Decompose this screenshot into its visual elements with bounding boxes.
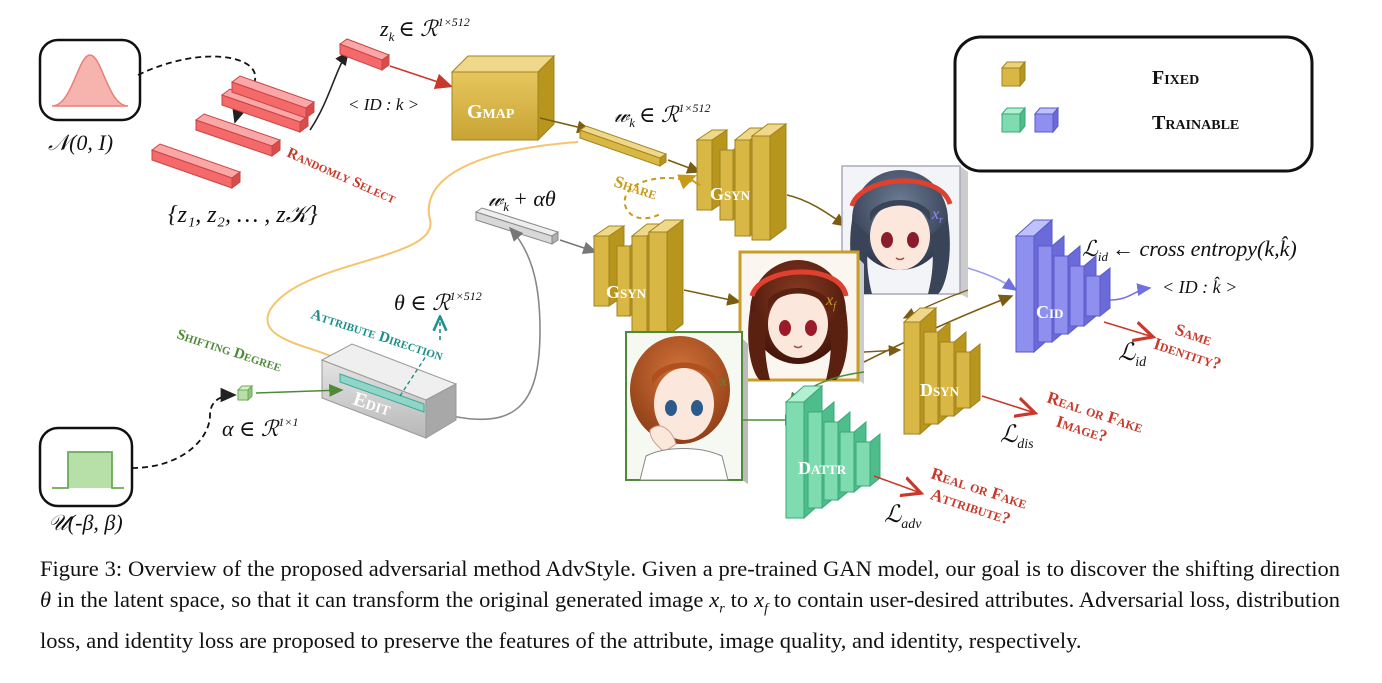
xr-to-dsyn-arrow xyxy=(902,289,969,319)
gsyn-bottom-to-xf-arrow xyxy=(683,289,742,306)
latent-z-set xyxy=(150,75,316,189)
w-shift-label: 𝓌k+ αθ xyxy=(488,186,556,214)
w-shift-to-gsyn-arrow xyxy=(559,239,598,255)
g-syn-top-label: Gsyn xyxy=(710,184,751,204)
latent-bar xyxy=(220,88,310,133)
d-attr-module: Dattr xyxy=(784,384,881,520)
cross-entropy-label: ℒid← cross entropy(k,k̂) xyxy=(1082,236,1297,264)
gmap-to-w-arrow xyxy=(539,117,592,134)
x-a-label: x xyxy=(719,373,727,390)
x-f-label: xf xyxy=(825,292,837,312)
trainable-green-cube-icon xyxy=(1000,106,1027,134)
figure-caption: Figure 3: Overview of the proposed adver… xyxy=(40,556,1341,653)
dsyn-to-real-fake-arrow xyxy=(981,395,1032,412)
figure-label: Figure 3: xyxy=(40,556,123,581)
g-syn-bottom-module: Gsyn xyxy=(592,219,685,337)
uniform-label: 𝒰(-β, β) xyxy=(48,510,123,535)
z-k-label: zk∈ ℛ1×512 xyxy=(379,15,470,44)
fixed-label: Fixed xyxy=(1152,67,1199,89)
real-fake-image-label: Real or FakeImage? xyxy=(1039,388,1146,456)
select-arrow xyxy=(309,50,349,131)
legend-frame xyxy=(953,35,1314,173)
xf-to-dsyn-arrow xyxy=(863,345,902,357)
alpha-sample-arrow xyxy=(131,387,237,469)
gsyn-top-to-xr-arrow xyxy=(786,194,848,227)
image-x-r: xr xyxy=(841,165,968,298)
c-id-label: Cid xyxy=(1036,302,1063,322)
w-to-edit-curve xyxy=(266,141,579,361)
w-to-gsyn-arrow xyxy=(667,159,702,174)
share-arrow xyxy=(677,174,701,190)
uniform-pulse-icon xyxy=(52,451,124,489)
uniform-distribution: 𝒰(-β, β) xyxy=(38,426,134,535)
x-r-label: xr xyxy=(931,206,943,226)
g-syn-bottom-label: Gsyn xyxy=(606,282,647,302)
d-attr-label: Dattr xyxy=(798,458,847,478)
latent-bar xyxy=(194,113,282,157)
l-id-label: ℒid xyxy=(1118,340,1147,370)
trainable-label: Trainable xyxy=(1152,112,1239,134)
edit-direction-slot xyxy=(339,373,425,413)
image-x-attribute: x xyxy=(625,331,748,484)
edit-to-w-shift-arrow xyxy=(451,226,541,421)
g-map-label: Gmap xyxy=(467,101,515,123)
alpha-cube-icon xyxy=(236,384,254,402)
legend: Fixed Trainable xyxy=(953,35,1314,173)
share-loop xyxy=(623,177,701,220)
theta-label: θ ∈ ℛ1×512 xyxy=(394,289,482,315)
shifting-degree-label: Shifting Degree xyxy=(175,327,284,376)
z-to-gmap-arrow xyxy=(389,65,454,90)
l-dis-label: ℒdis xyxy=(1000,422,1034,452)
trainable-blue-cube-icon xyxy=(1033,106,1060,134)
gaussian-curve-icon xyxy=(51,54,129,107)
real-fake-attribute-label: Real or FakeAttribute? xyxy=(923,464,1030,532)
w-shift-vector xyxy=(474,207,560,245)
cid-to-id-arrow xyxy=(1109,283,1152,301)
latent-bar xyxy=(150,143,242,189)
g-map-module: Gmap xyxy=(450,54,556,142)
fixed-cube-icon xyxy=(1000,60,1027,88)
same-identity-label: SameIdentity? xyxy=(1151,315,1229,374)
l-adv-label: ℒadv xyxy=(884,502,922,532)
c-id-module: Cid xyxy=(1014,218,1111,354)
share-label: Share xyxy=(612,172,660,204)
normal-distribution: 𝒩(0, I) xyxy=(38,38,142,155)
w-k-label: 𝓌k∈ ℛ1×512 xyxy=(614,101,710,130)
id-k-hat-label: < ID : k̂ > xyxy=(1162,276,1237,297)
id-k-label: < ID : k > xyxy=(348,95,419,114)
edit-theta-link xyxy=(399,349,431,397)
dattr-to-real-fake-arrow xyxy=(873,475,918,492)
d-syn-label: Dsyn xyxy=(920,380,960,400)
alpha-to-edit-arrow xyxy=(255,384,344,397)
randomly-select-label: Randomly Select xyxy=(284,145,398,208)
edit-module: Edit xyxy=(320,343,458,439)
cid-to-same-identity-arrow xyxy=(1103,322,1150,336)
z-set-label: {z₁, z₂, … , z𝒦} xyxy=(168,202,318,228)
image-x-f: xf xyxy=(738,250,864,384)
d-syn-module: Dsyn xyxy=(902,306,981,436)
xr-to-cid-arrow xyxy=(967,267,1018,291)
latent-bar xyxy=(230,75,316,119)
alpha-label: α ∈ ℛ1×1 xyxy=(222,415,299,441)
z-k-vector xyxy=(338,38,391,71)
advstyle-diagram: Fixed Trainable 𝒩(0, I) 𝒰(-β, β) xyxy=(38,15,1314,535)
w-k-vector xyxy=(578,125,668,167)
g-syn-top-module: Gsyn xyxy=(695,123,788,241)
normal-label: 𝒩(0, I) xyxy=(48,130,113,155)
